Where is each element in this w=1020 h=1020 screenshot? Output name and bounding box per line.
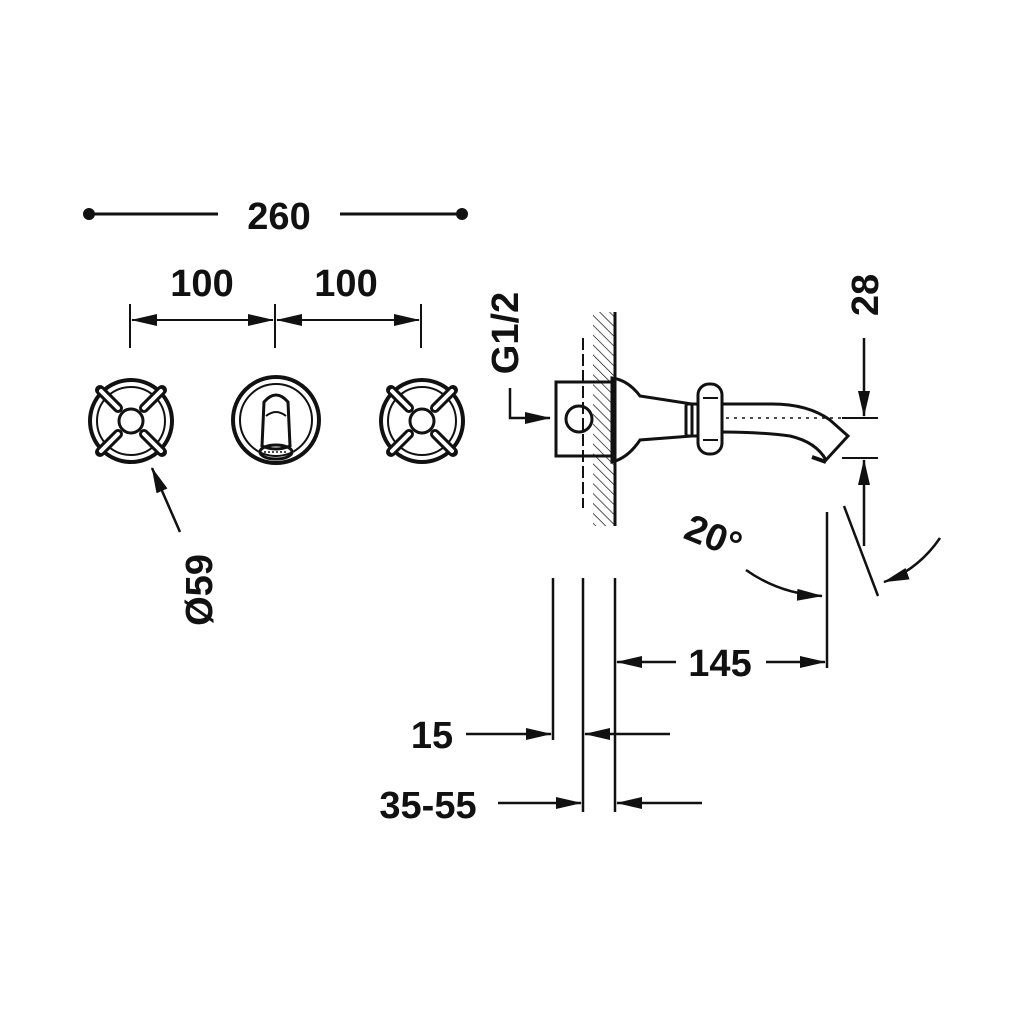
depth-extension-lines xyxy=(551,578,617,812)
spacing-left-label: 100 xyxy=(170,263,233,305)
right-cross-handle-icon xyxy=(379,378,465,464)
spacing-right-label: 100 xyxy=(314,263,377,305)
dimension-thread: G1/2 xyxy=(485,292,551,424)
handle-diameter-label: Ø59 xyxy=(179,554,221,626)
dimension-15: 15 xyxy=(411,715,670,757)
spout-projection-label: 145 xyxy=(688,643,751,685)
spout-front-view-icon xyxy=(231,375,321,465)
overall-width-label: 260 xyxy=(247,196,310,238)
left-cross-handle-icon xyxy=(88,378,174,464)
spout-height-label: 28 xyxy=(845,274,887,316)
dimension-diameter: Ø59 xyxy=(150,467,221,626)
wall-section xyxy=(582,312,617,526)
spout-side-view-icon xyxy=(554,376,870,464)
connection-thread-label: G1/2 xyxy=(485,292,527,374)
dimension-28: 28 xyxy=(842,274,887,546)
spout-angle-label: 20° xyxy=(679,507,748,567)
dimension-100-100: 100 100 xyxy=(129,263,422,348)
dimension-145: 145 xyxy=(616,643,826,685)
dimension-260: 260 xyxy=(83,196,468,238)
dimension-35-55: 35-55 xyxy=(379,785,702,827)
wall-depth-range-label: 35-55 xyxy=(379,785,476,827)
plate-thickness-label: 15 xyxy=(411,715,453,757)
